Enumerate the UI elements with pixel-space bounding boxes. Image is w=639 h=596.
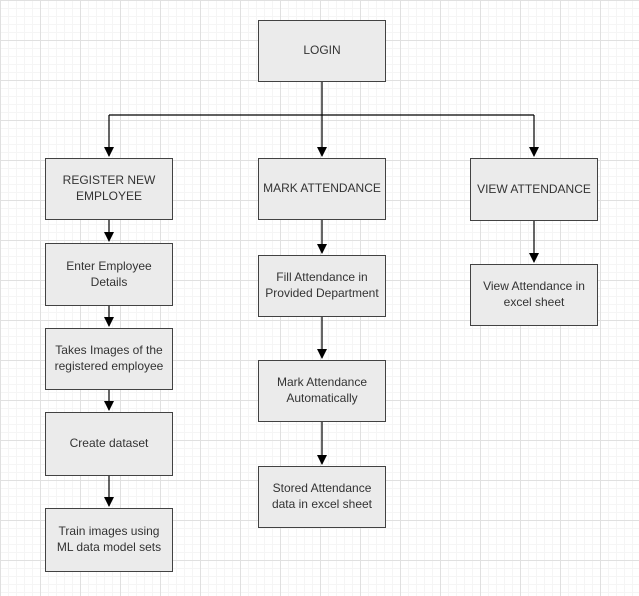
node-mark-attendance-label: MARK ATTENDANCE (263, 181, 381, 196)
node-fill-attendance-label: Fill Attendance in Provided Department (265, 270, 379, 300)
node-create-dataset-label: Create dataset (69, 436, 149, 451)
node-takes-images[interactable]: Takes Images of the registered employee (45, 328, 173, 390)
node-stored-attendance[interactable]: Stored Attendance data in excel sheet (258, 466, 386, 528)
node-create-dataset[interactable]: Create dataset (45, 412, 173, 476)
node-login[interactable]: LOGIN (258, 20, 386, 82)
node-mark-attendance[interactable]: MARK ATTENDANCE (258, 158, 386, 220)
node-view-attendance-label: VIEW ATTENDANCE (477, 181, 591, 196)
node-mark-attendance-automatically[interactable]: Mark Attendance Automatically (258, 360, 386, 422)
node-view-attendance-excel[interactable]: View Attendance in excel sheet (470, 264, 598, 326)
node-takes-images-label: Takes Images of the registered employee (54, 343, 164, 373)
node-stored-attendance-label: Stored Attendance data in excel sheet (271, 481, 373, 511)
node-enter-employee-details-label: Enter Employee Details (66, 258, 152, 289)
node-login-label: LOGIN (303, 43, 341, 58)
node-mark-attendance-automatically-label: Mark Attendance Automatically (276, 375, 368, 405)
node-train-images[interactable]: Train images using ML data model sets (45, 508, 173, 572)
node-view-attendance[interactable]: VIEW ATTENDANCE (470, 158, 598, 221)
node-register-new-employee[interactable]: REGISTER NEW EMPLOYEE (45, 158, 173, 220)
node-train-images-label: Train images using ML data model sets (56, 524, 162, 554)
node-register-new-employee-label: REGISTER NEW EMPLOYEE (62, 173, 156, 203)
node-fill-attendance[interactable]: Fill Attendance in Provided Department (258, 255, 386, 317)
node-view-attendance-excel-label: View Attendance in excel sheet (483, 279, 585, 309)
node-enter-employee-details[interactable]: Enter Employee Details (45, 243, 173, 306)
